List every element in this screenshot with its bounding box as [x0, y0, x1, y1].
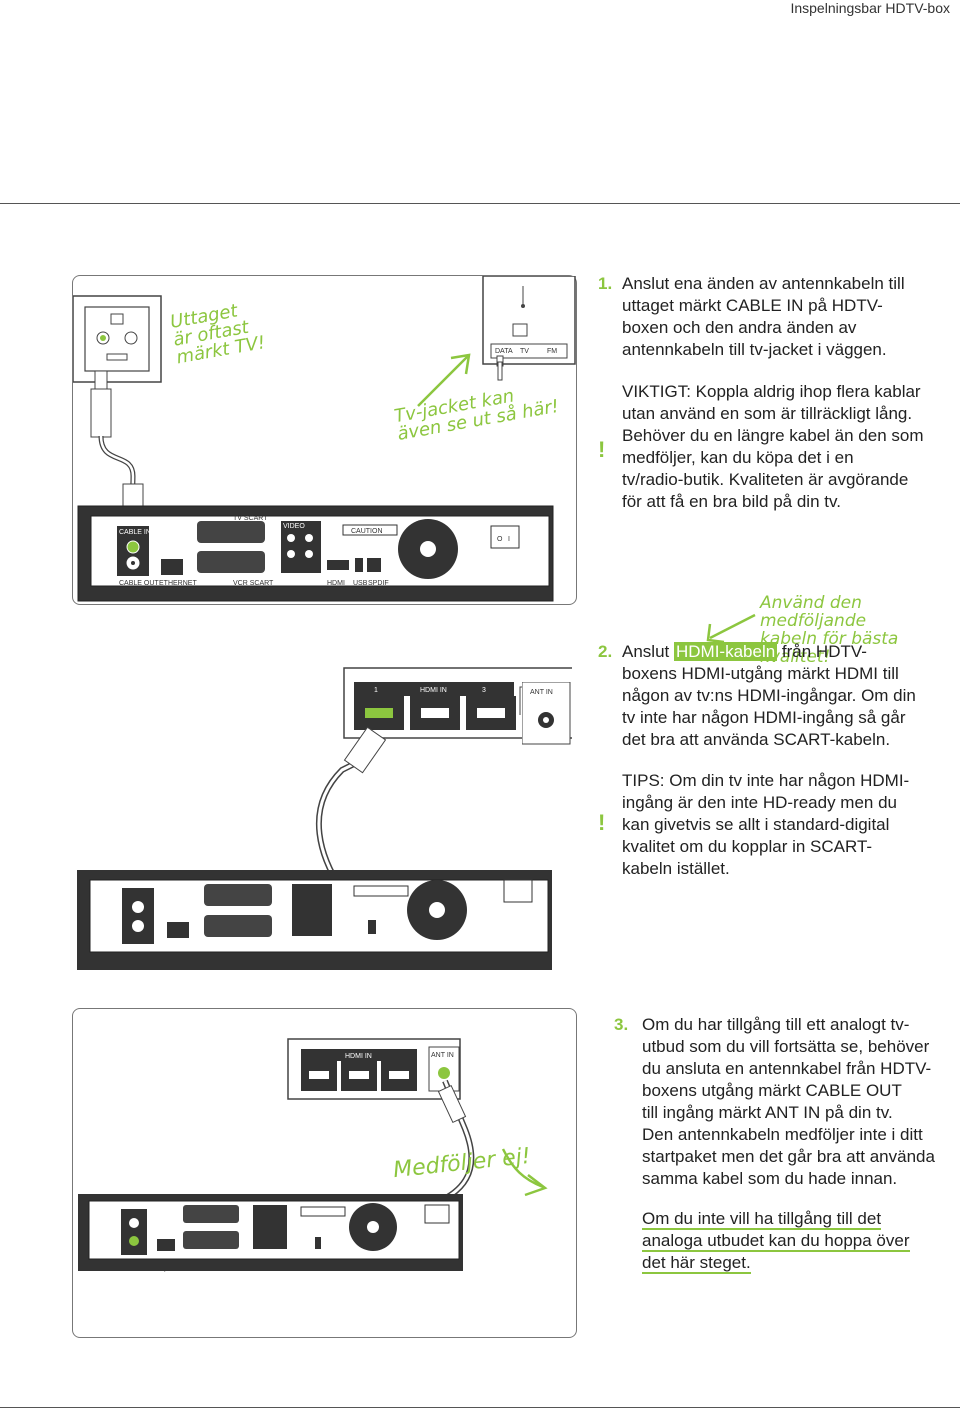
note-line: Behöver du en längre kabel än den som [622, 426, 924, 445]
coax-cable-icon [90, 370, 144, 521]
label-tv-scart: TV SCART [233, 515, 268, 522]
label-hdmi-in: HDMI IN [345, 1053, 372, 1060]
step3-diagram: HDMI IN ANT IN [78, 1038, 548, 1272]
note-line: kvalitet om du kopplar in SCART- [622, 837, 873, 856]
step-line: det bra att använda SCART-kabeln. [622, 730, 891, 749]
hdtv-box-back-panel-3 [78, 1194, 463, 1271]
hand-line: Använd den medföljande [760, 593, 867, 631]
step-line: Om du har tillgång till ett analogt tv- [642, 1015, 910, 1034]
jack-label-fm: FM [547, 348, 557, 355]
note-line: medföljer, kan du köpa det i en [622, 448, 854, 467]
step-number: 2. [598, 642, 613, 661]
jack-label-tv: TV [520, 348, 529, 355]
hdtv-box-back-panel: CABLE IN CABLE OUT ETHERNET TV SCART VCR… [77, 505, 554, 602]
label-power-on: I [508, 536, 510, 543]
step-number: 1. [598, 274, 613, 293]
label-power-off: O [497, 536, 503, 543]
label-hdmi-in: HDMI IN [420, 687, 447, 694]
ant-in-label-box: ANT IN [522, 682, 571, 745]
step-2: 2. Anslut HDMI-kabeln från HDTV- boxens … [598, 641, 958, 753]
hand-line: kabeln för bästa kvalitet! [760, 629, 899, 667]
step-line: antennkabeln till tv-jacket i väggen. [622, 340, 887, 359]
note-line: VIKTIGT: Koppla aldrig ihop flera kablar [622, 382, 921, 401]
step-line: du ansluta en antennkabel från HDTV- [642, 1059, 932, 1078]
note-line: för att få en bra bild på din tv. [622, 492, 841, 511]
underlined-line: det här steget. [642, 1253, 751, 1274]
note-line: kabeln istället. [622, 859, 730, 878]
step-line: boxens utgång märkt CABLE OUT [642, 1081, 902, 1100]
note-tips: TIPS: Om din tv inte har någon HDMI- ing… [598, 770, 958, 882]
step-number: 3. [614, 1015, 629, 1034]
step-line: Den antennkabeln medföljer inte i ditt [642, 1125, 923, 1144]
step-line: boxens HDMI-utgång märkt HDMI till [622, 664, 899, 683]
note-line: tv/radio-butik. Kvaliteten är avgörande [622, 470, 909, 489]
label-ant-in: ANT IN [530, 689, 553, 696]
note-important: VIKTIGT: Koppla aldrig ihop flera kablar… [598, 381, 958, 516]
note-line: ingång är den inte HD-ready men du [622, 793, 897, 812]
hdtv-box-back-panel-2 [77, 870, 552, 970]
illustration-step1: DATA TV FM CABLE IN CABLE OUT ETHERNET T… [72, 275, 577, 605]
wall-jack-alt-icon: DATA TV FM [482, 275, 576, 381]
step-line: utbud som du vill fortsätta se, behöver [642, 1037, 930, 1056]
arrow-icon [501, 1148, 548, 1197]
wall-outlet-icon [72, 295, 162, 383]
warning-mark: ! [598, 437, 606, 462]
step-line: samma kabel som du hade innan. [642, 1169, 898, 1188]
illustration-step3: HDMI IN ANT IN [72, 1008, 577, 1338]
step1-diagram: DATA TV FM CABLE IN CABLE OUT ETHERNET T… [72, 275, 576, 602]
tip-mark: ! [598, 810, 606, 835]
step2-diagram: HDMI IN 1 2 3 [77, 667, 623, 970]
label-video: VIDEO [283, 523, 305, 530]
note-line: kan givetvis se allt i standard-digital [622, 815, 890, 834]
note-line: TIPS: Om din tv inte har någon HDMI- [622, 771, 910, 790]
page-header-title: Inspelningsbar HDTV-box [790, 0, 950, 16]
step-3-optional-note: Om du inte vill ha tillgång till det ana… [642, 1208, 952, 1276]
label-port-3: 3 [482, 687, 486, 694]
handwritten-hdmi-note: Använd den medföljande kabeln för bästa … [760, 594, 960, 666]
step-text: Anslut [622, 642, 674, 661]
footer-divider [0, 1407, 960, 1408]
arrow-icon [417, 353, 471, 407]
illustration-step2: HDMI IN 1 2 3 [72, 660, 623, 975]
step-line: till ingång märkt ANT IN på din tv. [642, 1103, 893, 1122]
jack-label-data: DATA [495, 348, 513, 355]
label-caution: CAUTION [351, 528, 383, 535]
arrow-icon [706, 613, 756, 644]
label-spdif: SPDIF [368, 580, 389, 587]
step-line: uttaget märkt CABLE IN på HDTV- [622, 296, 883, 315]
step-line: någon av tv:ns HDMI-ingångar. Om din [622, 686, 916, 705]
step-line: Anslut ena änden av antennkabeln till [622, 274, 905, 293]
step-line: Anslut HDMI-kabeln från HDTV- [622, 641, 916, 663]
step-line: startpaket men det går bra att använda [642, 1147, 935, 1166]
label-ethernet: ETHERNET [159, 580, 197, 587]
label-port-1: 1 [374, 687, 378, 694]
note-line: utan använd en som är tillräckligt lång. [622, 404, 913, 423]
label-cable-in: CABLE IN [119, 529, 151, 536]
label-vcr-scart: VCR SCART [233, 580, 274, 587]
label-usb: USB [353, 580, 368, 587]
underlined-line: Om du inte vill ha tillgång till det [642, 1209, 882, 1230]
step-3: 3. Om du har tillgång till ett analogt t… [614, 1014, 958, 1192]
label-cable-out: CABLE OUT [119, 580, 159, 587]
step-line: tv inte har någon HDMI-ingång så går [622, 708, 906, 727]
label-ant-in: ANT IN [431, 1052, 454, 1059]
label-hdmi: HDMI [327, 580, 345, 587]
step-1: 1. Anslut ena änden av antennkabeln till… [598, 273, 958, 363]
underlined-line: analoga utbudet kan du hoppa över [642, 1231, 910, 1252]
header-divider [0, 203, 960, 204]
tv-ant-in-panel: HDMI IN ANT IN [287, 1038, 461, 1100]
step-text: från HDTV- [777, 642, 867, 661]
step-line: boxen och den andra änden av [622, 318, 857, 337]
hdmi-highlight: HDMI-kabeln [673, 642, 778, 661]
